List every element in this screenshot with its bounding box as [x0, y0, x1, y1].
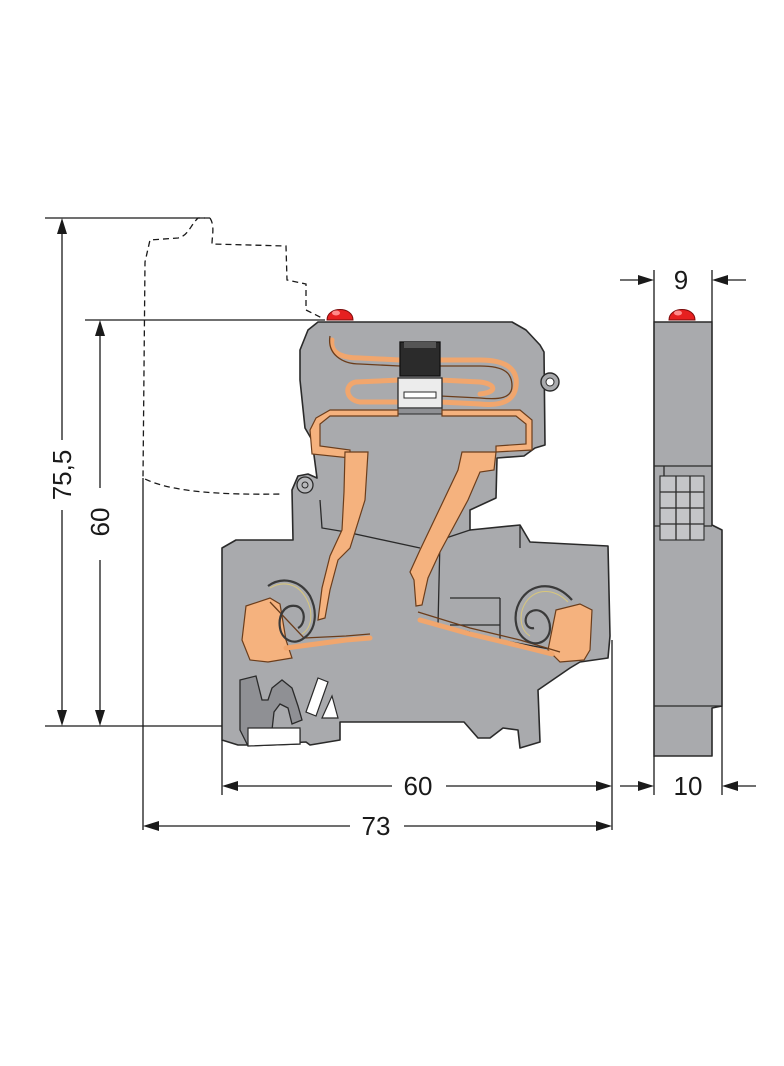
side-led [668, 309, 696, 321]
arrow-side-top-right [712, 275, 728, 285]
dim-total-height: 75,5 [47, 450, 77, 501]
dim-body-width: 60 [404, 771, 433, 801]
front-view [142, 217, 611, 749]
left-spring [267, 579, 316, 643]
fuse-link-outline [329, 335, 513, 400]
upper-busbar [309, 409, 399, 459]
dim-total-width: 73 [362, 811, 391, 841]
right-clamp-bar [417, 611, 561, 653]
right-clamp-bar-fill [417, 617, 555, 657]
arrow-body-height-bottom [95, 710, 105, 726]
inner-partition [319, 499, 521, 633]
test-opening [321, 694, 339, 719]
arrow-side-bottom-left [638, 781, 654, 791]
arrow-body-width-left [222, 781, 238, 791]
upper-busbar-right [441, 409, 533, 453]
arrow-body-height-top [95, 320, 105, 336]
right-spring [514, 585, 573, 645]
left-clamp-body [241, 597, 293, 663]
dim-side-bottom-width: 10 [674, 771, 703, 801]
arrow-total-height-bottom [57, 710, 67, 726]
dim-side-top-width: 9 [674, 265, 688, 295]
indicator-led-shine [332, 310, 340, 316]
side-view [653, 309, 723, 757]
dimensions: 75,5 60 60 73 9 10 [45, 217, 756, 841]
dim-body-height: 60 [85, 508, 115, 537]
left-clamp-bar [269, 601, 371, 639]
release-slot [305, 677, 329, 717]
arrow-total-width-left [143, 821, 159, 831]
side-led-shine [674, 310, 682, 316]
fuse-element-top [404, 342, 436, 348]
left-spring-highlight [269, 583, 312, 635]
mounting-eye-hole [545, 377, 555, 387]
left-contact-arm [317, 451, 369, 621]
fuse-holder-foot [397, 407, 443, 415]
din-rail-slot [247, 727, 301, 747]
arrow-total-width-right [596, 821, 612, 831]
hinge-pin [296, 476, 314, 494]
side-window-slats [660, 476, 704, 540]
right-spring-highlight [520, 591, 569, 637]
indicator-led [326, 309, 354, 321]
arrow-side-bottom-right [722, 781, 738, 791]
open-fuse-holder-outline [142, 217, 323, 495]
hinge-pin-center [301, 481, 309, 489]
extension-lines [45, 217, 723, 830]
left-clamp-bar-fill [283, 635, 373, 651]
arrow-total-height-top [57, 218, 67, 234]
fuse-holder-clip-window [403, 391, 437, 399]
fuse-link-strip [329, 337, 519, 407]
right-contact-arm [409, 451, 497, 607]
arrow-side-top-left [638, 275, 654, 285]
arrow-body-width-right [596, 781, 612, 791]
